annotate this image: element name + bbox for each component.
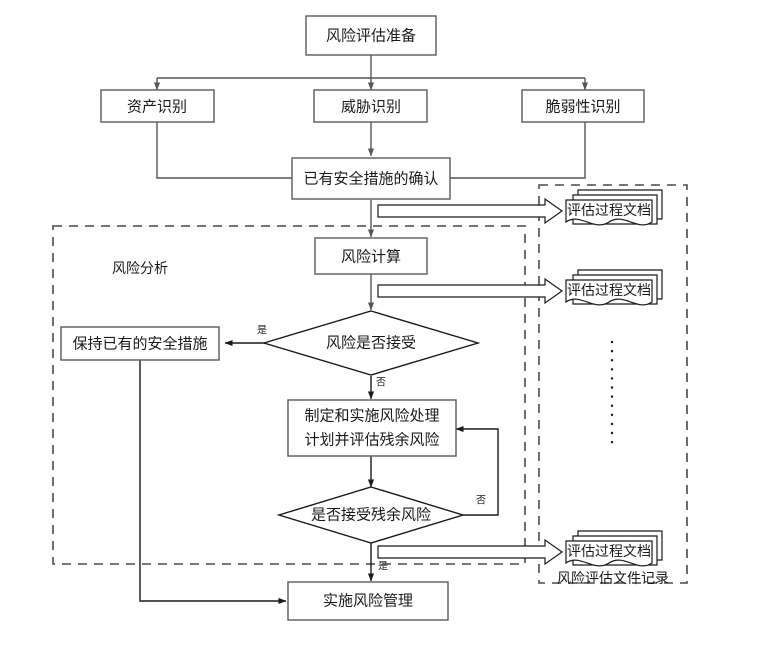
document-label-3: 评估过程文档 [567,543,651,559]
node-implement-risk-management[interactable]: 实施风险管理 [287,581,449,621]
node-risk-calculation[interactable]: 风险计算 [314,237,428,275]
node-existing-controls-confirmation[interactable]: 已有安全措施的确认 [291,157,451,200]
node-threat-identification[interactable]: 威胁识别 [313,89,428,123]
node-label-asset: 资产识别 [127,99,187,116]
node-label-decision-risk-acceptable: 风险是否接受 [326,335,416,352]
edge-residual-no-loop [455,425,499,516]
node-risk-assessment-preparation[interactable]: 风险评估准备 [305,15,437,56]
edge-vuln-to-existing [450,122,586,179]
node-label-treatment-line2: 计划并评估残余风险 [304,431,439,449]
node-risk-treatment-plan[interactable]: 制定和实施风险处理 计划并评估残余风险 [287,399,457,457]
edge-label-residual-no: 否 [476,495,486,507]
node-decision-residual-risk-acceptable[interactable]: 是否接受残余风险 [276,486,466,544]
edge-label-accept-yes: 是 [257,325,267,337]
node-label-implement-risk-management: 实施风险管理 [323,593,413,610]
node-label-decision-residual-risk: 是否接受残余风险 [311,506,431,524]
document-label-1: 评估过程文档 [567,202,651,218]
node-keep-existing-controls[interactable]: 保持已有的安全措施 [60,326,220,361]
block-arrow-to-doc-1 [377,197,564,225]
node-label-existing-controls: 已有安全措施的确认 [303,170,438,188]
node-label-vulnerability: 脆弱性识别 [545,98,620,116]
document-stack-1: 评估过程文档 [565,189,663,226]
group-assessment-records [538,184,688,584]
edge-asset-to-existing [156,122,292,179]
node-label-keep-controls: 保持已有的安全措施 [72,335,207,353]
group-risk-analysis-label: 风险分析 [112,260,168,276]
document-stack-2: 评估过程文档 [565,269,663,306]
group-assessment-records-label: 风险评估文件记录 [557,570,669,586]
node-label-threat: 威胁识别 [341,99,401,116]
block-arrow-to-doc-2 [377,277,564,305]
node-label-preparation: 风险评估准备 [326,28,416,45]
node-label-treatment-line1: 制定和实施风险处理 [304,408,439,425]
document-label-2: 评估过程文档 [567,282,651,298]
node-vulnerability-identification[interactable]: 脆弱性识别 [521,89,645,123]
node-asset-identification[interactable]: 资产识别 [100,89,215,123]
edge-label-accept-no: 否 [376,377,386,389]
edge-keep-to-implement [139,359,287,605]
node-label-risk-calculation: 风险计算 [341,248,401,266]
edge-label-residual-yes: 是 [378,561,388,573]
block-arrow-to-doc-3 [377,538,564,566]
document-stack-3: 评估过程文档 [565,530,663,567]
group-risk-analysis [52,225,526,565]
node-decision-risk-acceptable[interactable]: 风险是否接受 [261,310,481,376]
